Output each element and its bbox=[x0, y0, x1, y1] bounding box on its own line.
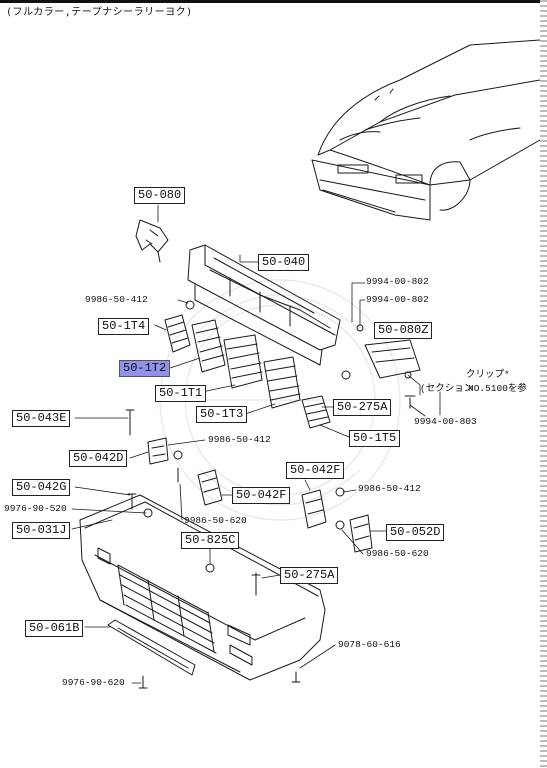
callout-50-1T1[interactable]: 50-1T1 bbox=[155, 385, 207, 402]
header-rule bbox=[0, 0, 547, 3]
callout-50-043E[interactable]: 50-043E bbox=[12, 410, 71, 427]
partno-9976-90-620[interactable]: 9976-90-620 bbox=[62, 677, 125, 688]
partno-9994-00-802-b[interactable]: 9994-00-802 bbox=[366, 294, 429, 305]
callout-50-042G[interactable]: 50-042G bbox=[12, 479, 71, 496]
section-ref-note: (セクション bbox=[420, 383, 474, 394]
callout-50-275A-bottom[interactable]: 50-275A bbox=[280, 567, 339, 584]
page-title: (フルカラー,テープナシーラリーヨク) bbox=[6, 7, 193, 18]
grille-insert-50-1T1-icon bbox=[223, 334, 263, 389]
partno-9986-50-412-b[interactable]: 9986-50-412 bbox=[208, 434, 271, 445]
callout-50-040[interactable]: 50-040 bbox=[258, 254, 310, 271]
callout-50-825C[interactable]: 50-825C bbox=[181, 532, 240, 549]
partno-9986-50-620-a[interactable]: 9986-50-620 bbox=[184, 515, 247, 526]
callout-50-042D[interactable]: 50-042D bbox=[69, 450, 128, 467]
callout-50-042F-top[interactable]: 50-042F bbox=[286, 462, 345, 479]
callout-50-052D[interactable]: 50-052D bbox=[386, 524, 445, 541]
bracket-50-042F-right-icon bbox=[301, 489, 327, 529]
partno-9986-50-412-a[interactable]: 9986-50-412 bbox=[85, 294, 148, 305]
bracket-50-052D-icon bbox=[349, 514, 373, 553]
partno-9986-50-620-b[interactable]: 9986-50-620 bbox=[366, 548, 429, 559]
bracket-50-080-icon bbox=[135, 219, 169, 263]
leader-lines bbox=[71, 204, 441, 684]
callout-50-1T2-highlighted[interactable]: 50-1T2 bbox=[119, 360, 171, 377]
callout-50-031J[interactable]: 50-031J bbox=[12, 522, 71, 539]
section-number-link[interactable]: NO.5100を参 bbox=[468, 383, 527, 394]
car-illustration-icon bbox=[311, 39, 541, 221]
grille-insert-50-1T4-icon bbox=[164, 314, 191, 353]
grille-insert-50-1T5-icon bbox=[301, 395, 331, 429]
partno-9976-90-520[interactable]: 9976-90-520 bbox=[4, 503, 67, 514]
partno-9994-00-803[interactable]: 9994-00-803 bbox=[414, 416, 477, 427]
lower-moulding-50-061B-icon bbox=[107, 619, 196, 676]
callout-50-1T4[interactable]: 50-1T4 bbox=[98, 318, 150, 335]
grille-mount-panel-50-040-icon bbox=[187, 244, 341, 366]
grille-insert-50-1T2-icon bbox=[191, 319, 226, 373]
callout-50-1T5[interactable]: 50-1T5 bbox=[349, 430, 401, 447]
callout-50-061B[interactable]: 50-061B bbox=[25, 620, 84, 637]
fastener-icons bbox=[125, 300, 416, 689]
callout-50-080Z[interactable]: 50-080Z bbox=[374, 322, 433, 339]
partno-9986-50-412-c[interactable]: 9986-50-412 bbox=[358, 483, 421, 494]
partno-9994-00-802-a[interactable]: 9994-00-802 bbox=[366, 276, 429, 287]
callout-50-1T3[interactable]: 50-1T3 bbox=[196, 406, 248, 423]
bracket-50-042D-icon bbox=[147, 437, 169, 465]
bracket-50-042F-icon bbox=[197, 469, 223, 506]
callout-50-275A-right[interactable]: 50-275A bbox=[333, 399, 392, 416]
partno-9078-60-616[interactable]: 9078-60-616 bbox=[338, 639, 401, 650]
callout-50-042F-middle[interactable]: 50-042F bbox=[232, 487, 291, 504]
bracket-50-080Z-icon bbox=[364, 339, 421, 379]
grille-insert-50-1T3-icon bbox=[263, 356, 301, 409]
page-edge-border bbox=[540, 0, 547, 768]
callout-50-080[interactable]: 50-080 bbox=[134, 187, 186, 204]
clip-note: クリップ* bbox=[466, 369, 510, 380]
